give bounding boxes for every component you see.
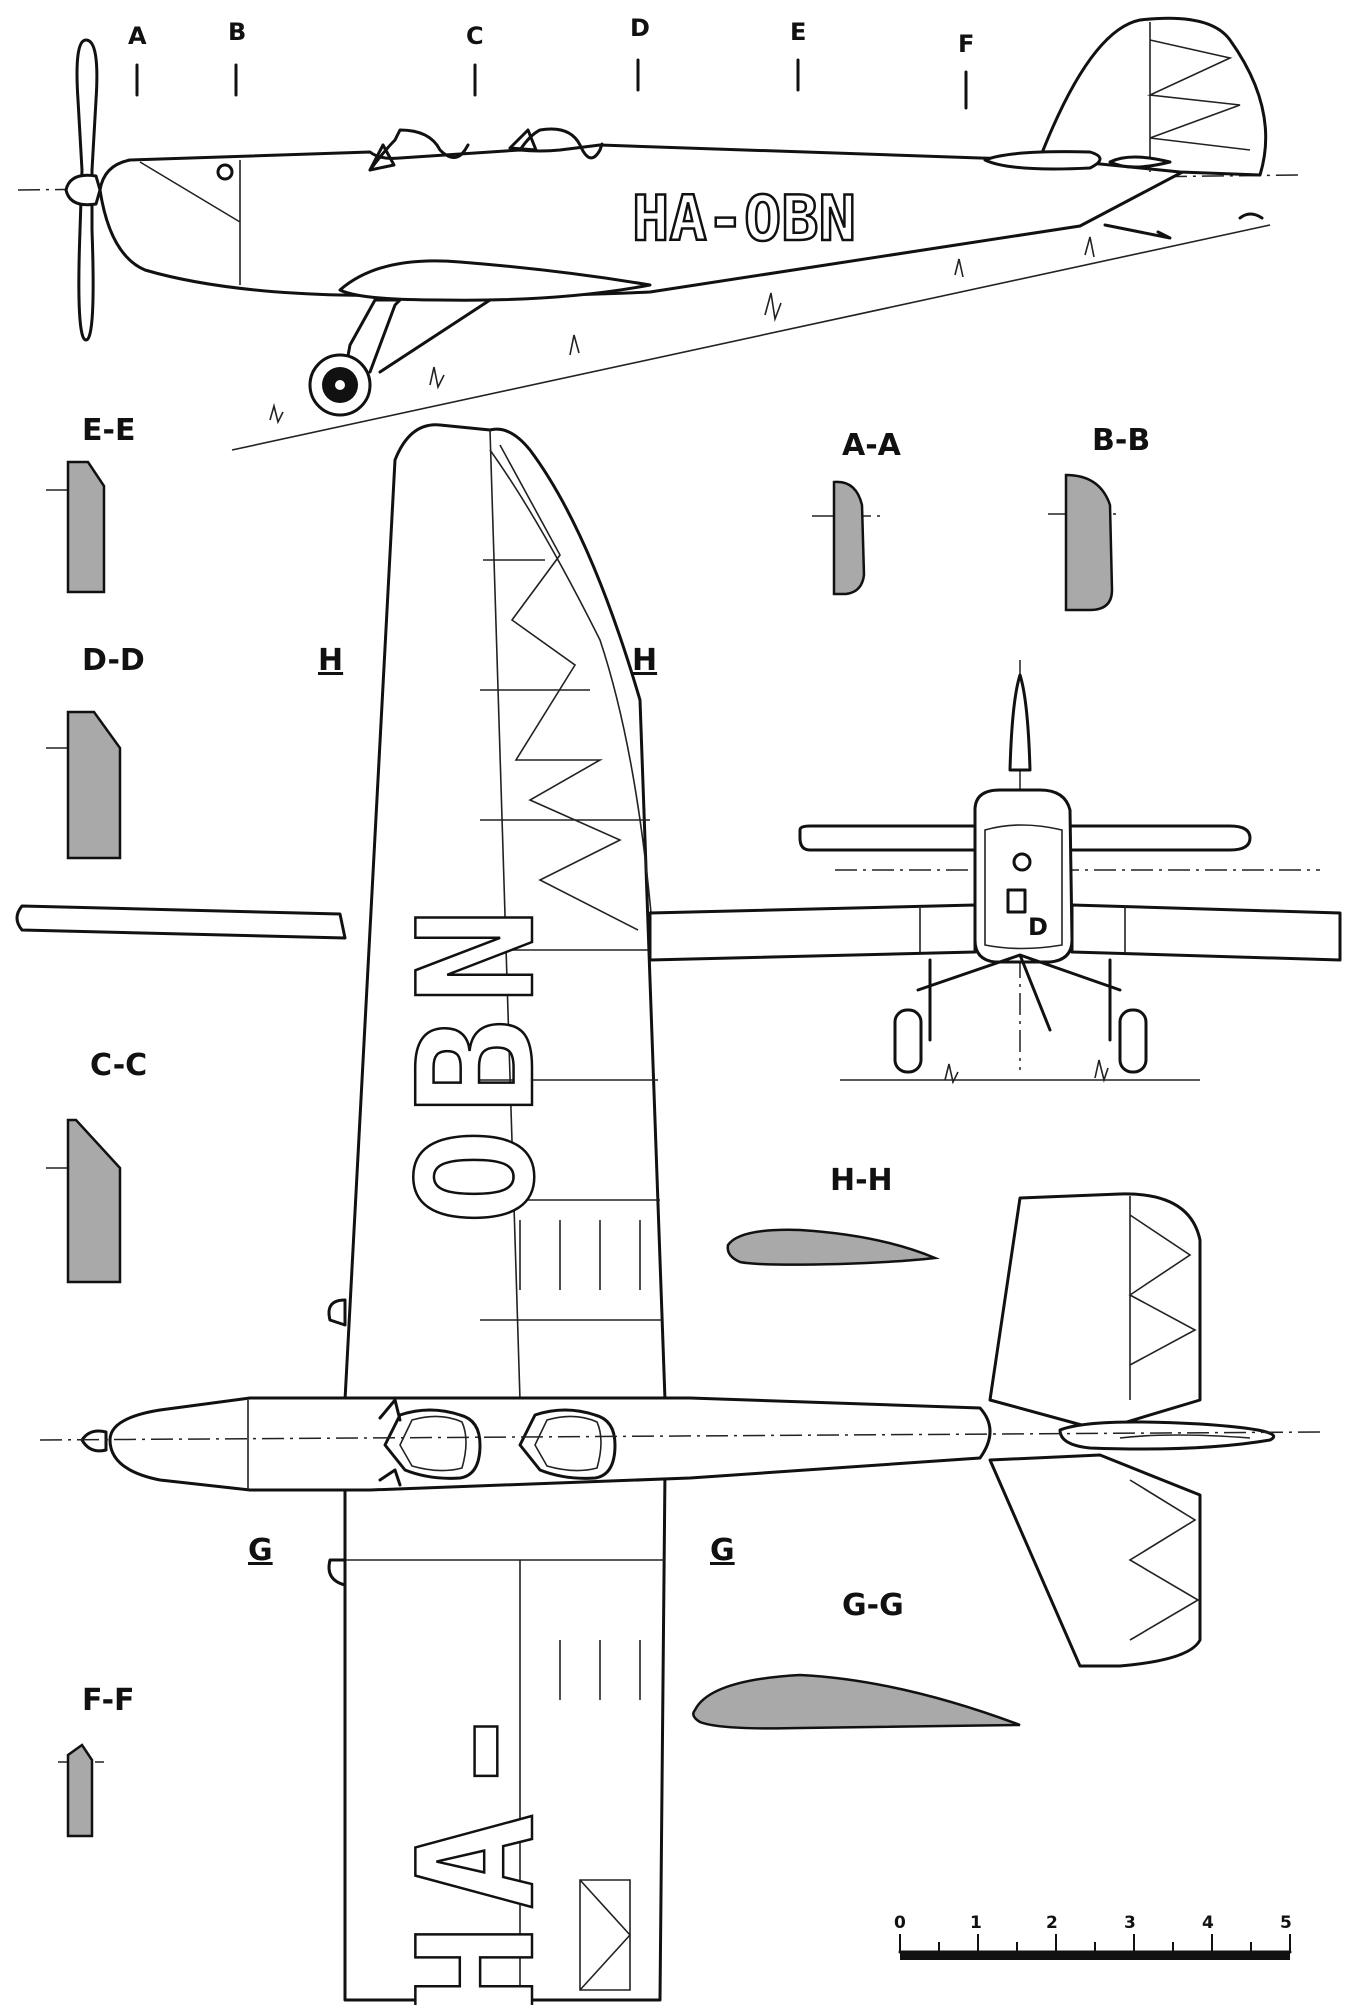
station-f: F — [958, 30, 974, 58]
front-wing-right — [1070, 903, 1342, 962]
section-c-shape — [66, 1118, 122, 1284]
scale-tick-1: 1 — [970, 1913, 982, 1933]
section-b-shape — [1064, 473, 1114, 612]
scale-tick-4: 4 — [1202, 1913, 1214, 1933]
section-d-shape — [66, 710, 122, 860]
section-f-shape — [66, 1743, 94, 1838]
top-wing-left-registration: OBN — [383, 894, 570, 1225]
side-fin — [1038, 16, 1268, 177]
top-wing-right-registration: HA- — [383, 1689, 570, 2005]
section-label-e: E-E — [82, 413, 135, 448]
section-g-shape — [692, 1673, 1021, 1730]
front-wing-tip-left — [15, 904, 347, 940]
station-b: B — [228, 18, 246, 46]
section-label-c: C-C — [90, 1048, 147, 1083]
fuselage-sections: A-A B-B — [812, 423, 1150, 612]
front-fuselage — [973, 788, 1074, 964]
top-view: OBN HA- H H G G — [39, 423, 1321, 2005]
side-view: A B C D E F — [17, 14, 1301, 451]
station-a: A — [128, 22, 147, 50]
cut-g-left: G — [248, 1533, 273, 1568]
section-label-g: G-G — [842, 1588, 904, 1623]
front-wing-left — [648, 903, 977, 962]
side-spinner — [64, 173, 102, 207]
scale-tick-2: 2 — [1046, 1913, 1058, 1933]
section-label-h: H-H — [830, 1163, 893, 1198]
side-registration: HA-OBN — [632, 182, 856, 255]
section-label-a: A-A — [842, 428, 902, 463]
left-sections: E-E D-D C-C F-F — [46, 413, 147, 1838]
station-c: C — [466, 22, 484, 50]
top-stabilizer — [988, 1192, 1202, 1432]
front-view: D — [15, 660, 1342, 1085]
section-label-b: B-B — [1092, 423, 1150, 458]
section-label-f: F-F — [82, 1683, 135, 1718]
front-cockpit-glyph: D — [1028, 913, 1048, 941]
wing-sections: H-H G-G — [692, 1163, 1021, 1730]
scale-tick-0: 0 — [894, 1913, 906, 1933]
cut-h-left: H — [318, 643, 343, 678]
cut-h-right: H — [632, 643, 657, 678]
section-h-shape — [726, 1228, 940, 1266]
scale-tick-5: 5 — [1280, 1913, 1292, 1933]
station-e: E — [790, 18, 806, 46]
station-markers: A B C D E F — [128, 14, 974, 110]
section-label-d: D-D — [82, 643, 145, 678]
section-e-shape — [66, 460, 106, 594]
cut-g-right: G — [710, 1533, 735, 1568]
scale-tick-3: 3 — [1124, 1913, 1136, 1933]
section-a-shape — [832, 480, 866, 596]
station-d: D — [630, 14, 650, 42]
scale-bar: 0 1 2 3 4 5 — [894, 1913, 1292, 1960]
